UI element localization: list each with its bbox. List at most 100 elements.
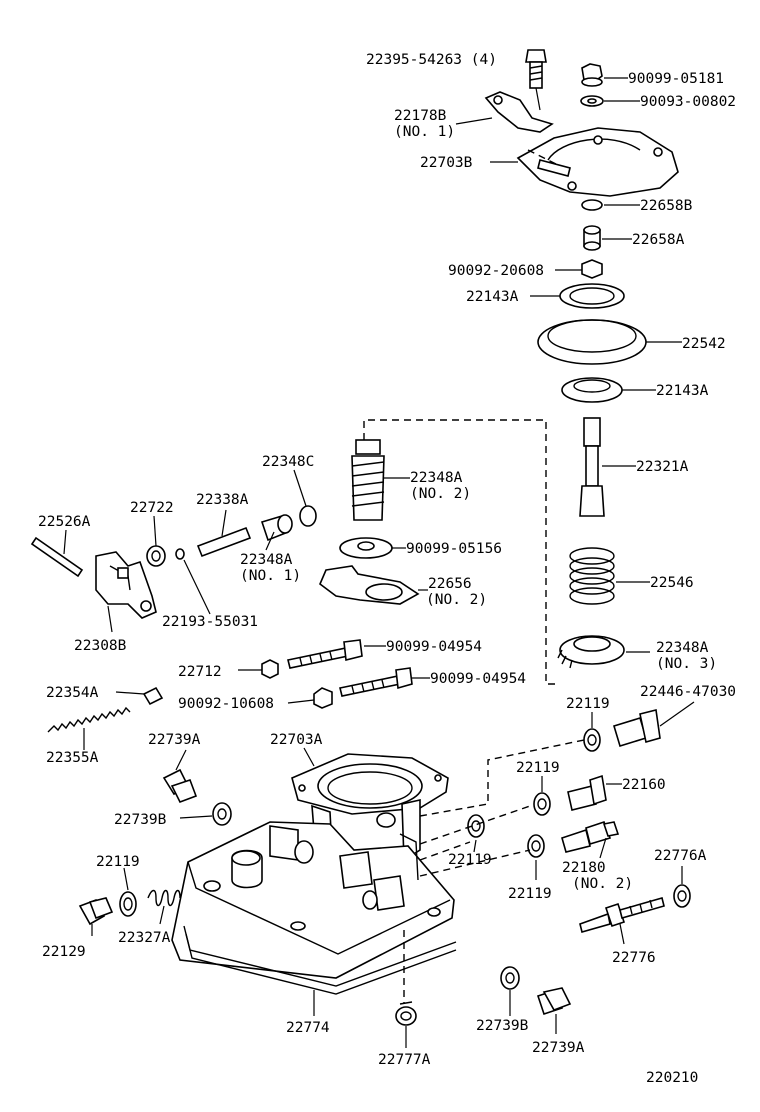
label-90099-05156: 90099-05156 xyxy=(406,541,502,557)
label-22446-47030: 22446-47030 xyxy=(640,684,736,700)
valve-22777A xyxy=(395,1001,417,1026)
label-90092-20608: 90092-20608 xyxy=(448,263,544,279)
label-22739A-b: 22739A xyxy=(532,1040,585,1056)
label-22722: 22722 xyxy=(130,500,174,516)
label-22321A: 22321A xyxy=(636,459,689,475)
pin-22526A xyxy=(30,536,84,578)
label-22739B-a: 22739B xyxy=(114,812,167,828)
label-22703B: 22703B xyxy=(420,155,473,171)
spring-22355A xyxy=(47,706,131,733)
label-22119-b: 22119 xyxy=(516,760,560,776)
label-22656: 22656 xyxy=(428,576,472,592)
collar-90099-05156 xyxy=(339,537,393,559)
label-22348A-no2: 22348A xyxy=(410,470,463,486)
label-22143A-bottom: 22143A xyxy=(656,383,709,399)
o-ring-22658B xyxy=(581,199,603,211)
valve-22658A xyxy=(583,225,601,251)
washer-22776A xyxy=(673,884,691,908)
nut-22712 xyxy=(261,659,279,679)
label-22119-c: 22119 xyxy=(448,852,492,868)
washer-22739B-b xyxy=(500,966,520,990)
label-22712: 22712 xyxy=(178,664,222,680)
carburetor-body-22703A xyxy=(171,753,455,979)
label-22180: 22180 xyxy=(562,860,606,876)
part-labels: 22395-54263 (4) 90099-05181 90093-00802 … xyxy=(38,52,736,1086)
plug-22739A-a xyxy=(162,768,198,804)
worm-22348A-no2 xyxy=(351,439,385,521)
label-22180-no2: (NO. 2) xyxy=(572,876,633,892)
label-22348A-no2-sub: (NO. 2) xyxy=(410,486,471,502)
label-22129: 22129 xyxy=(42,944,86,960)
gasket-22774 xyxy=(183,925,457,995)
plug-22739A-b xyxy=(536,987,572,1016)
assembly-dashed-line-4 xyxy=(419,841,471,861)
valve-22180-no2 xyxy=(561,820,620,853)
label-22348A-no1-sub: (NO. 1) xyxy=(240,568,301,584)
nut-90092-10608 xyxy=(313,687,333,709)
fitting-22160 xyxy=(567,774,607,811)
label-22395-54263: 22395-54263 (4) xyxy=(366,52,497,68)
label-22178B: 22178B xyxy=(394,108,447,124)
retainer-22143A-top xyxy=(559,283,625,309)
label-22703A: 22703A xyxy=(270,732,323,748)
rod-22321A xyxy=(579,417,605,517)
label-22776A: 22776A xyxy=(654,848,707,864)
bushing-22348A-no1 xyxy=(260,514,293,542)
screw-90099-04954-a xyxy=(287,639,363,669)
screw-90099-04954-b xyxy=(339,667,413,697)
label-22119-a: 22119 xyxy=(566,696,610,712)
washer-22119-b xyxy=(533,792,551,816)
spring-22327A xyxy=(147,889,181,907)
label-22119-d: 22119 xyxy=(508,886,552,902)
assembly-dashed-line-2 xyxy=(419,739,585,817)
label-22776: 22776 xyxy=(612,950,656,966)
label-90099-05181: 90099-05181 xyxy=(628,71,724,87)
washer-22119-d xyxy=(527,834,545,858)
label-22656-no2: (NO. 2) xyxy=(426,592,487,608)
label-22308B: 22308B xyxy=(74,638,127,654)
washer-22739B-a xyxy=(212,802,232,826)
label-22739A-a: 22739A xyxy=(148,732,201,748)
label-22355A: 22355A xyxy=(46,750,99,766)
label-22327A: 22327A xyxy=(118,930,171,946)
washer-22119-e xyxy=(119,891,137,917)
gear-22348A-no3 xyxy=(557,635,625,669)
label-22119-e: 22119 xyxy=(96,854,140,870)
washer-22119-a xyxy=(583,728,601,752)
assembly-dashed-line-5 xyxy=(419,849,531,877)
label-22546: 22546 xyxy=(650,575,694,591)
label-22658A: 22658A xyxy=(632,232,685,248)
label-90099-04954-a: 90099-04954 xyxy=(386,639,482,655)
label-90092-10608: 90092-10608 xyxy=(178,696,274,712)
assembly-dashed-line-7 xyxy=(527,149,561,167)
label-22348A-no3: 22348A xyxy=(656,640,709,656)
cap-22354A xyxy=(142,686,164,706)
fitting-22446-47030 xyxy=(613,709,661,748)
label-22777A: 22777A xyxy=(378,1052,431,1068)
diaphragm-22542 xyxy=(537,319,647,365)
nut-90092-20608 xyxy=(581,259,603,279)
label-22658B: 22658B xyxy=(640,198,693,214)
retainer-22143A-bottom xyxy=(561,377,623,403)
label-22348A-no3-sub: (NO. 3) xyxy=(656,656,717,672)
spring-22722 xyxy=(146,545,166,567)
lever-22308B xyxy=(95,551,157,619)
link-22656-no2 xyxy=(319,565,420,605)
nut-90099-05181 xyxy=(581,63,603,87)
label-22178B-no1: (NO. 1) xyxy=(394,124,455,140)
label-22338A: 22338A xyxy=(196,492,249,508)
label-22354A: 22354A xyxy=(46,685,99,701)
label-22193-55031: 22193-55031 xyxy=(162,614,258,630)
cover-22703B xyxy=(516,127,679,197)
label-22348C: 22348C xyxy=(262,454,314,470)
bolt-22395 xyxy=(525,49,547,89)
label-90099-04954-b: 90099-04954 xyxy=(430,671,526,687)
label-22160: 22160 xyxy=(622,777,666,793)
assembly-dashed-line-3 xyxy=(419,805,531,845)
spring-22546 xyxy=(569,547,615,605)
leader-lines xyxy=(63,77,695,1048)
bracket-22178B xyxy=(484,91,554,133)
screw-22776 xyxy=(579,897,665,933)
assembly-dashed-line-1 xyxy=(363,419,560,685)
